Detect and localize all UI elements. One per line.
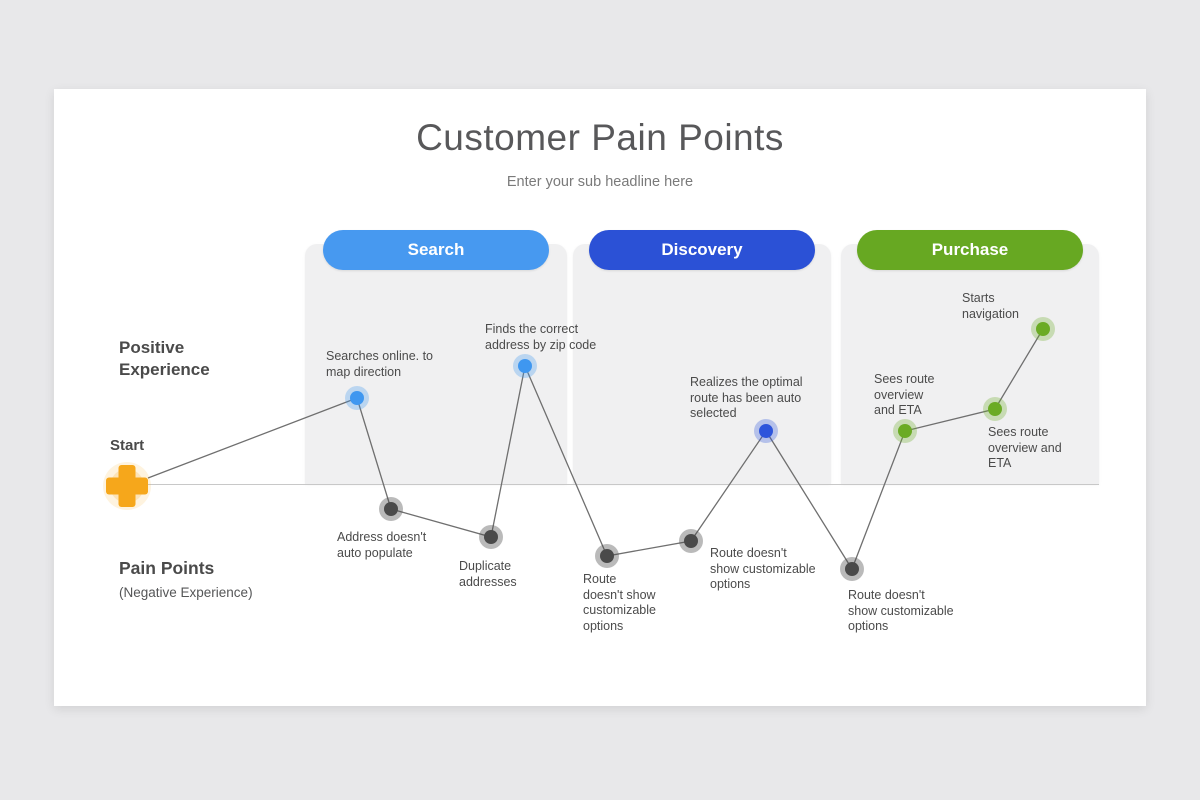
pain-points-label: Pain Points — [119, 558, 215, 578]
positive-experience-label: Positive Experience — [119, 338, 210, 380]
journey-point-dot-positive[interactable] — [988, 402, 1002, 416]
journey-point-dot-negative[interactable] — [484, 530, 498, 544]
page-title: Customer Pain Points — [416, 117, 784, 158]
start-label: Start — [110, 437, 145, 454]
journey-point-dot-positive[interactable] — [518, 359, 532, 373]
journey-point-dot-negative[interactable] — [600, 549, 614, 563]
phase-pill-search[interactable]: Search — [323, 230, 549, 270]
journey-point-dot-positive[interactable] — [350, 391, 364, 405]
journey-point-dot-positive[interactable] — [898, 424, 912, 438]
phase-panel-purchase: Purchase — [841, 230, 1099, 484]
negative-experience-note: (Negative Experience) — [119, 585, 253, 600]
page-subtitle: Enter your sub headline here — [506, 174, 694, 190]
journey-point-dot-negative[interactable] — [384, 502, 398, 516]
phase-panel-discovery: Discovery — [573, 230, 831, 484]
journey-point-dot-negative[interactable] — [845, 562, 859, 576]
journey-point-dot-negative[interactable] — [684, 534, 698, 548]
journey-point-dot-positive[interactable] — [759, 424, 773, 438]
journey-point-dot-positive[interactable] — [1036, 322, 1050, 336]
phase-pill-discovery[interactable]: Discovery — [589, 230, 815, 270]
phase-pill-purchase[interactable]: Purchase — [857, 230, 1083, 270]
journey-baseline — [127, 484, 1099, 485]
start-plus-icon[interactable] — [118, 465, 136, 507]
